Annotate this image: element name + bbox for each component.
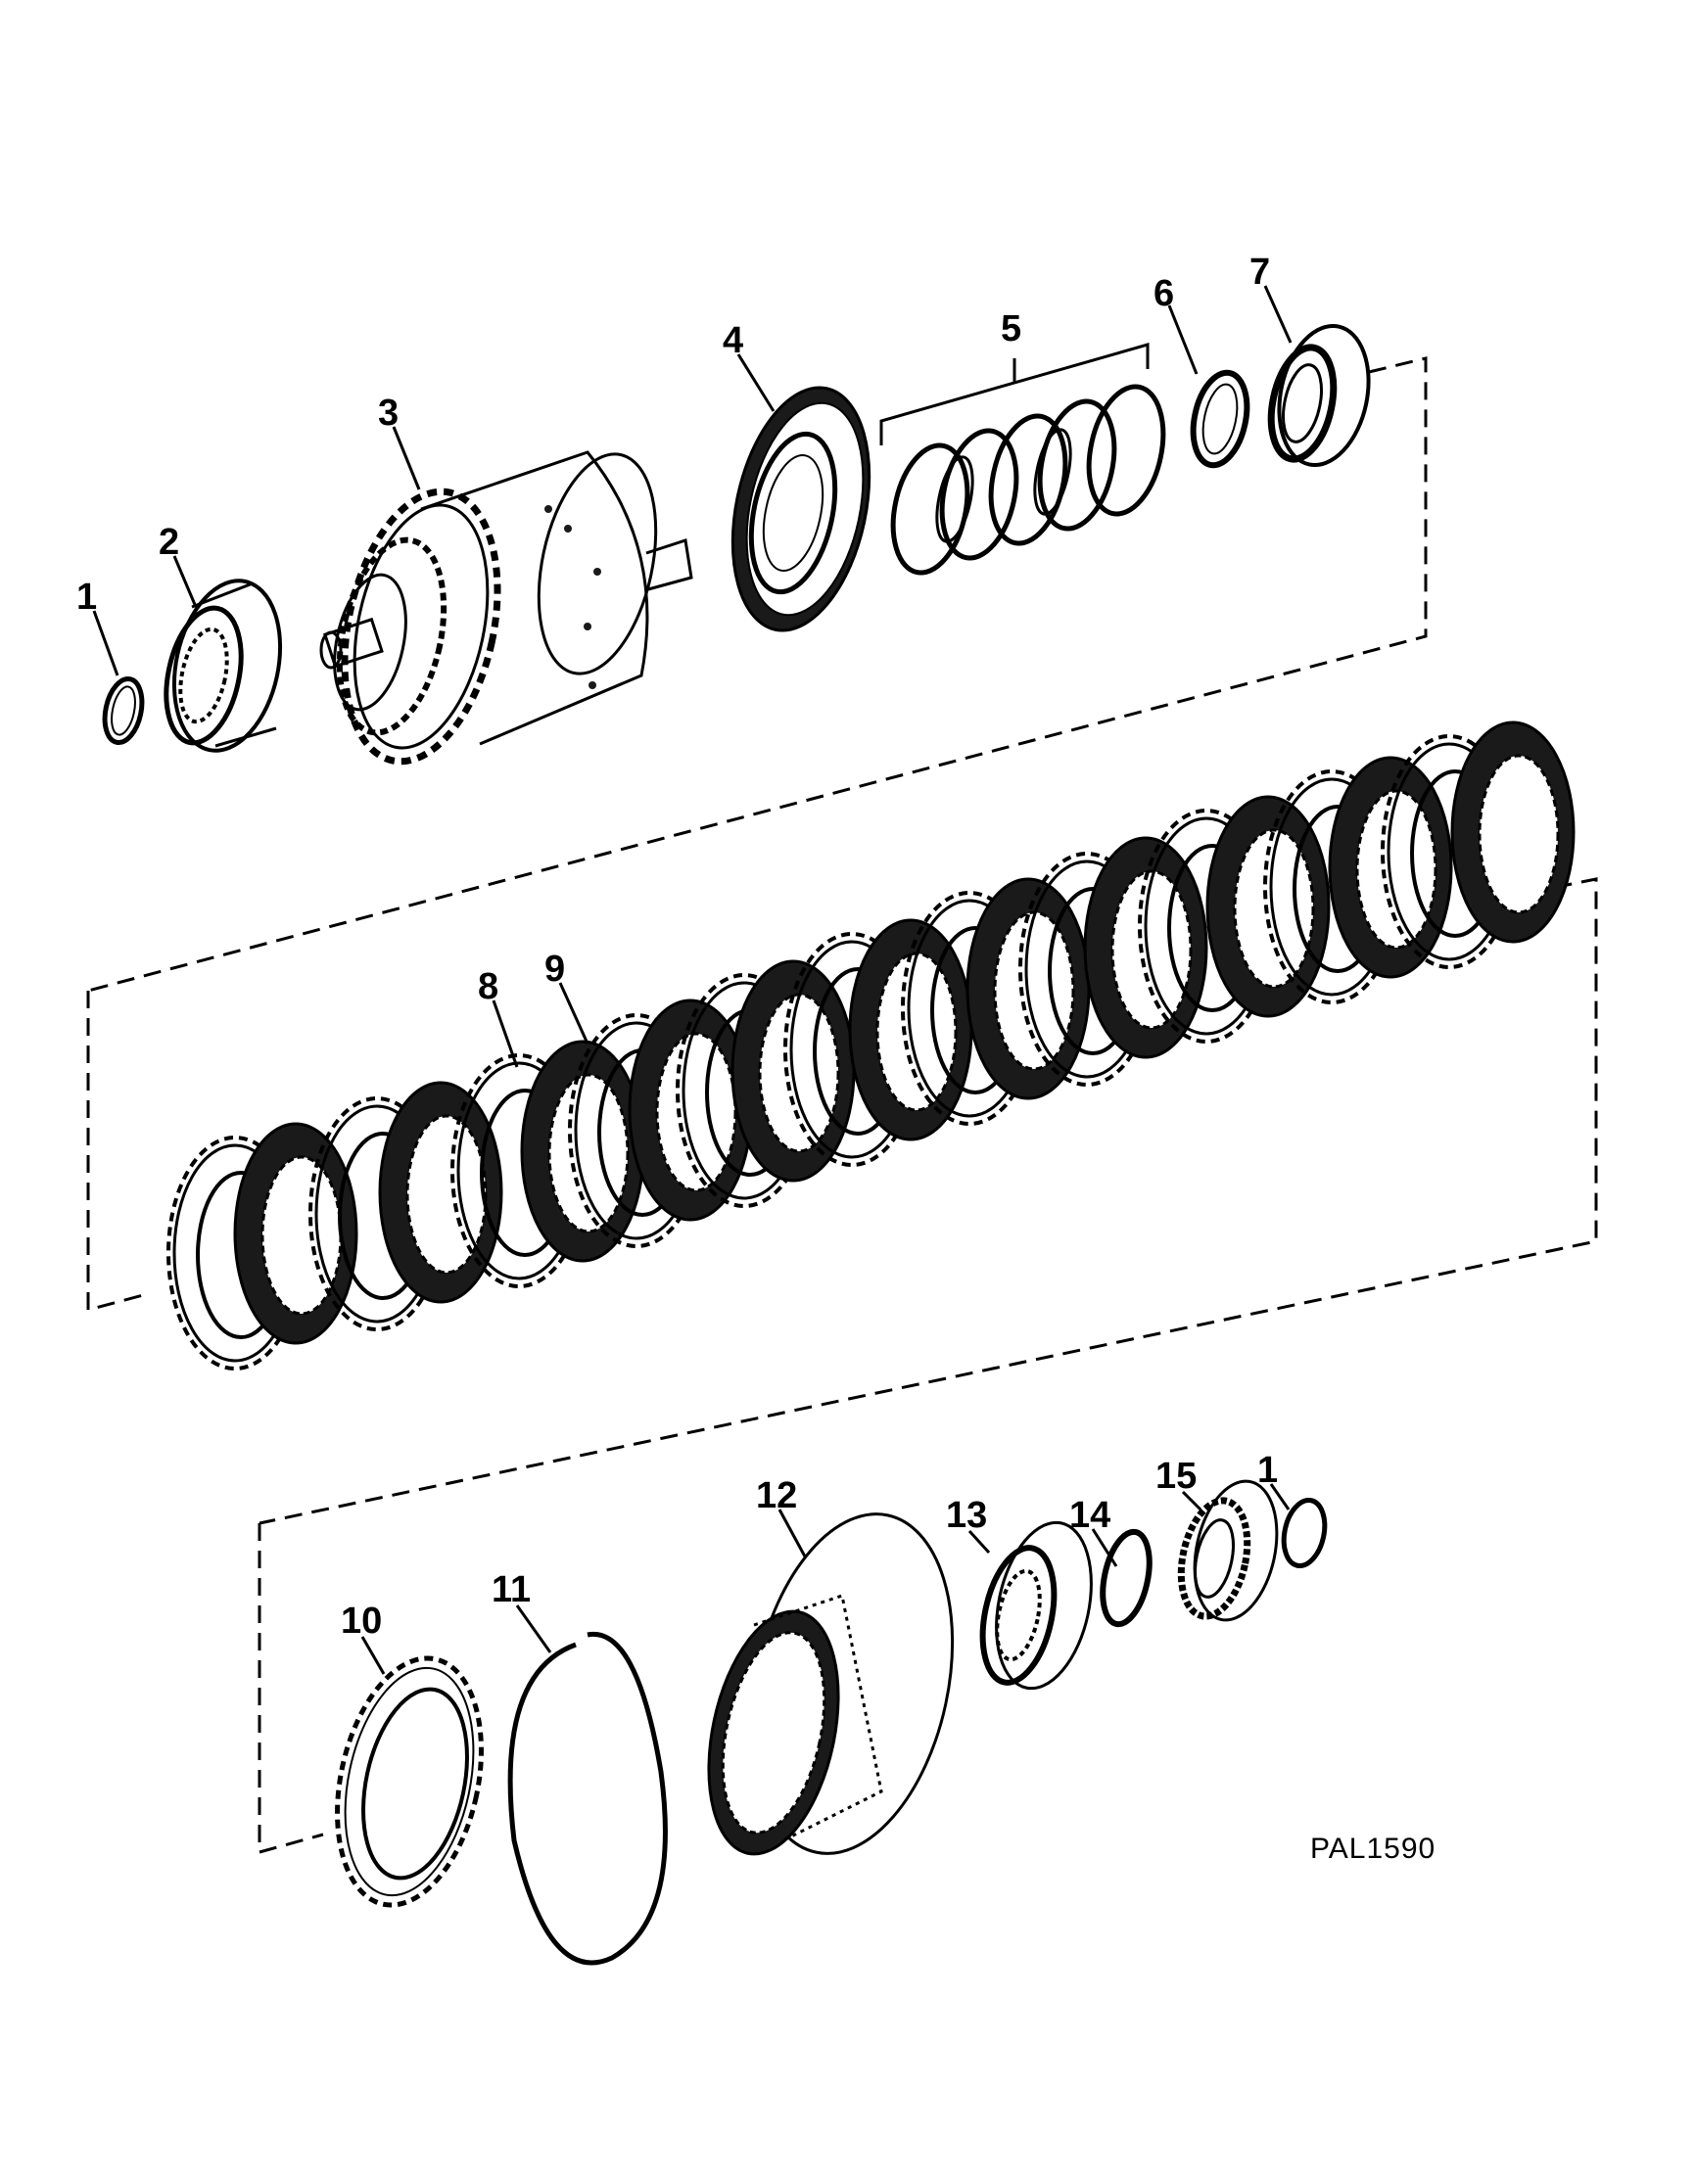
callout-label: 12 [756,1475,797,1516]
top-assembly-row [102,323,1371,766]
figure-id-label: PAL1590 [1310,1833,1436,1865]
callout-label: 8 [478,966,498,1007]
race-bearing-part [1267,323,1371,468]
callout-label: 7 [1249,252,1270,293]
callout-label: 5 [1001,308,1021,349]
needle-bearing-part [1177,1479,1279,1622]
snap-ring-part [102,676,145,745]
clutch-plate [520,1040,645,1263]
piston-part [730,386,871,632]
pressure-plate-part [335,1655,484,1908]
clutch-plate [1205,795,1331,1018]
hub-bearing-part [979,1520,1093,1691]
callout-label: 13 [946,1495,987,1536]
callout-label: 11 [492,1569,531,1610]
callout-label: 10 [341,1601,382,1642]
clutch-drum-part [319,450,693,766]
callout-label: 14 [1069,1495,1110,1536]
clutch-plate [233,1122,358,1345]
clutch-pack-row [166,720,1576,1371]
bearing-part [164,579,283,753]
thrust-ring-part [1190,369,1250,469]
callout-label: 3 [378,393,399,434]
callout-label: 1 [1257,1450,1278,1491]
leader-lines [92,285,1293,1675]
callout-labels: 1 2 3 4 5 6 7 8 9 10 11 12 13 14 15 1 [76,252,1278,1642]
callout-label: 4 [723,320,743,361]
clutch-plate [1450,720,1576,944]
small-snap-ring-part [1100,1528,1153,1628]
callout-label: 15 [1155,1456,1197,1497]
return-springs-part [890,384,1166,576]
callout-label: 9 [544,949,565,990]
bottom-assembly-row [335,1479,1328,1966]
callout-label: 1 [76,577,97,618]
callout-label: 2 [159,522,179,563]
large-snap-ring-part [507,1631,668,1966]
clutch-hub-part [707,1512,955,1856]
snap-ring-repeat-part [1281,1497,1328,1569]
clutch-plate [628,999,753,1222]
callout-label: 6 [1154,273,1174,314]
